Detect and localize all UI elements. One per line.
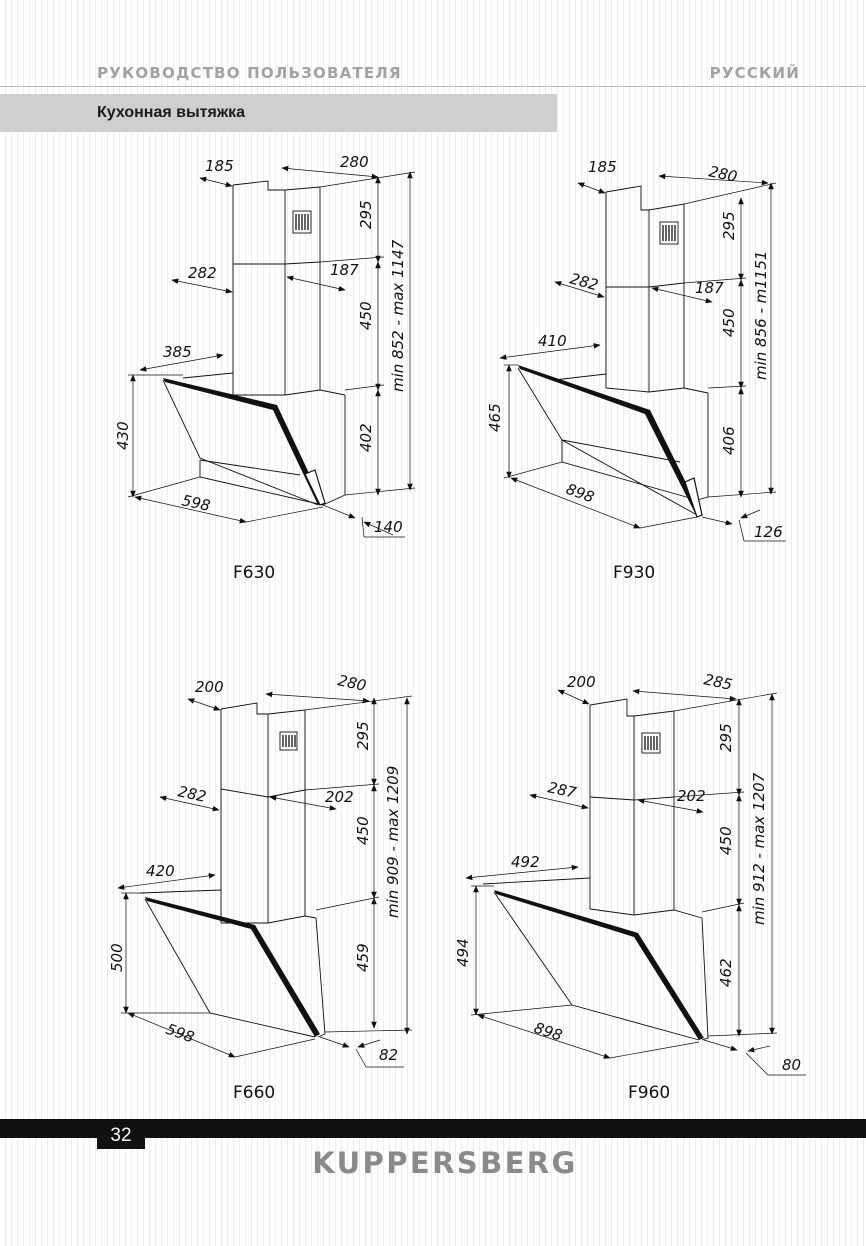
dim-chimney-lower: 450	[717, 826, 735, 855]
dim-top-width: 280	[707, 162, 739, 186]
page-number: 32	[97, 1123, 145, 1149]
brand-logo: KUPPERSBERG	[312, 1146, 578, 1180]
dim-side-a: 282	[176, 782, 208, 806]
dim-top-width: 280	[336, 671, 368, 695]
dim-top-depth: 185	[588, 158, 617, 176]
hood-drawing-f630: 185 280 282 187 385 598 140 430 295 450 …	[114, 153, 416, 583]
hood-drawing-f660: 200 280 282 202 420 598 82 500 295 450 4…	[108, 671, 413, 1103]
section-band	[0, 94, 557, 132]
dim-side-b: 187	[695, 279, 724, 297]
dim-hood-width: 598	[180, 491, 212, 515]
dim-hood-depth: 420	[146, 862, 175, 880]
dim-chimney-range: min 912 - max 1207	[750, 772, 768, 925]
dim-top-depth: 200	[567, 673, 596, 691]
dim-chimney-upper: 295	[720, 211, 738, 240]
dim-offset: 140	[374, 518, 403, 536]
dim-hood-width: 898	[564, 480, 597, 507]
section-title: Кухонная вытяжка	[97, 104, 246, 121]
dim-hood-depth: 410	[538, 332, 567, 350]
model-label: F960	[628, 1083, 670, 1103]
dim-hood-width: 898	[532, 1019, 565, 1045]
hood-drawing-f960: 200 285 287 202 492 898 80 494 295 450 4…	[454, 670, 806, 1103]
footer-bar	[0, 1119, 866, 1138]
header-divider	[0, 86, 866, 87]
dim-side-a: 282	[568, 269, 600, 294]
dim-chimney-upper: 295	[354, 721, 372, 750]
dim-chimney-lower: 450	[357, 301, 375, 330]
dim-chimney-upper: 295	[357, 200, 375, 229]
dim-side-b: 202	[677, 787, 706, 805]
dim-side-a: 287	[546, 778, 578, 802]
dim-body-height: 402	[357, 423, 375, 452]
manual-title: РУКОВОДСТВО ПОЛЬЗОВАТЕЛЯ	[97, 64, 402, 82]
dim-body-height: 406	[720, 426, 738, 455]
dim-chimney-range: min 852 - max 1147	[389, 239, 407, 392]
dim-chimney-lower: 450	[354, 816, 372, 845]
dim-top-depth: 200	[195, 678, 224, 696]
dim-hood-width: 598	[164, 1020, 197, 1047]
language-label: РУССКИЙ	[709, 64, 800, 82]
dim-top-depth: 185	[205, 157, 234, 175]
dim-chimney-range: min 909 - max 1209	[384, 766, 402, 918]
dim-body-height: 459	[354, 943, 372, 972]
dim-hood-depth: 385	[163, 343, 192, 361]
dim-offset: 80	[782, 1056, 801, 1074]
dim-body-height: 462	[717, 958, 735, 987]
hood-drawing-f930: 185 280 282 187 410 898 126 465 295 450 …	[486, 158, 786, 583]
dim-offset: 82	[379, 1046, 398, 1064]
dim-hood-height: 500	[108, 943, 126, 972]
dim-chimney-lower: 450	[720, 308, 738, 337]
dim-side-a: 282	[188, 264, 217, 282]
dim-side-b: 202	[325, 788, 354, 806]
dim-offset: 126	[754, 523, 783, 541]
dim-chimney-upper: 295	[717, 723, 735, 752]
dim-chimney-range: min 856 - m1151	[752, 251, 770, 380]
model-label: F660	[233, 1083, 275, 1103]
dim-hood-height: 494	[454, 938, 472, 967]
dim-top-width: 280	[340, 153, 369, 171]
dim-hood-depth: 492	[511, 853, 540, 871]
dim-top-width: 285	[702, 670, 734, 694]
model-label: F630	[233, 563, 275, 583]
dim-hood-height: 465	[486, 403, 504, 432]
dim-hood-height: 430	[114, 421, 132, 450]
dim-side-b: 187	[330, 261, 359, 279]
model-label: F930	[613, 563, 655, 583]
